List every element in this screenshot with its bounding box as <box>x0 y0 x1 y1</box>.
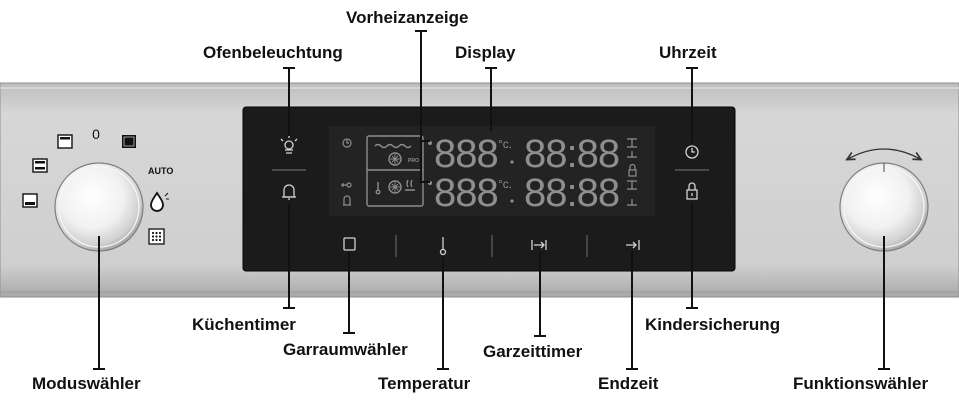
display-timer-symbols <box>627 138 637 206</box>
water-drop-icon <box>150 191 164 212</box>
svg-text:888: 888 <box>434 132 498 176</box>
mode-auto-mark: AUTO <box>148 166 173 176</box>
label-display: Display <box>455 43 516 62</box>
label-funktionswaehler: Funktionswähler <box>793 374 929 393</box>
temperature-icon[interactable] <box>439 237 447 256</box>
mode-zero-mark: 0 <box>92 126 100 142</box>
clock-icon[interactable] <box>685 145 699 159</box>
rotation-arrow <box>848 148 920 159</box>
label-endzeit: Endzeit <box>598 374 659 393</box>
bottom-heat-icon <box>22 193 38 208</box>
display-window <box>329 126 655 216</box>
label-kuechentimer: Küchentimer <box>192 315 296 334</box>
cook-time-icon[interactable] <box>531 240 547 250</box>
label-uhrzeit: Uhrzeit <box>659 43 717 62</box>
label-kindersicherung: Kindersicherung <box>645 315 781 334</box>
oven-cavity-graphic <box>366 135 424 207</box>
label-garzeittimer: Garzeittimer <box>483 342 583 361</box>
time-readout-upper: 88:88 <box>524 132 619 176</box>
child-lock-icon[interactable] <box>686 182 698 200</box>
grill-icon <box>32 158 48 173</box>
mode-dial-group: 0 AUTO <box>22 126 173 252</box>
end-time-icon[interactable] <box>626 240 640 250</box>
label-vorheizanzeige: Vorheizanzeige <box>346 8 469 27</box>
label-moduswaehler: Moduswähler <box>32 374 141 393</box>
temperature-readout-upper: 888 <box>434 132 499 176</box>
label-temperatur: Temperatur <box>378 374 471 393</box>
kitchen-timer-bell-icon[interactable] <box>282 184 296 200</box>
leader-lines <box>93 30 890 370</box>
top-heat-icon <box>57 134 73 149</box>
degree-unit-upper: °c. <box>498 137 512 151</box>
cavity-selector-icon[interactable] <box>343 237 356 251</box>
degree-unit-lower: °c. <box>498 177 512 191</box>
time-readout-lower: 88:88 <box>524 171 619 215</box>
label-ofenbeleuchtung: Ofenbeleuchtung <box>203 43 343 62</box>
svg-text:888: 888 <box>434 171 498 215</box>
temperature-readout-lower: 888 <box>434 171 499 215</box>
label-garraumwaehler: Garraumwähler <box>283 340 408 359</box>
display-status-icons <box>341 138 352 206</box>
pro-badge: PRO <box>408 158 419 164</box>
